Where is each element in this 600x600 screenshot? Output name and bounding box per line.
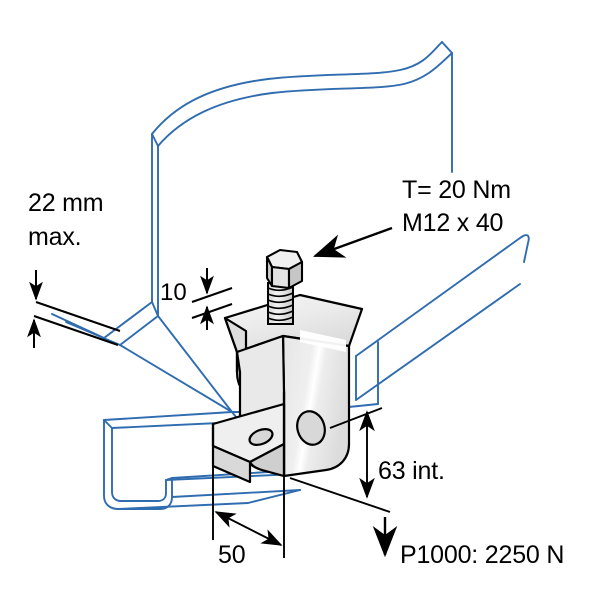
label-jaw-gap: 10: [160, 279, 187, 306]
dim-22-leader-upper: [35, 301, 121, 332]
dimension-jaw-gap: [191, 268, 233, 330]
dim-50-line: [214, 511, 283, 546]
label-interior-height: 63 int.: [378, 457, 445, 485]
i-beam-lower-flange: [299, 234, 530, 421]
i-beam-flange: [51, 41, 453, 413]
label-depth: 50: [218, 541, 245, 569]
callout-bolt-leader: [312, 226, 393, 258]
bolt-head-front-face: [270, 265, 291, 290]
oval-hole-upper: [296, 410, 326, 446]
dim-63-leader-bottom: [289, 477, 391, 513]
clamp-highlight-stripe: [300, 330, 346, 352]
dimension-depth: [212, 450, 285, 558]
label-flange-thickness-line1: 22 mm: [28, 189, 103, 217]
dim-10-leader-lower: [191, 303, 233, 319]
clamp-bottom-jaw-under-face: [248, 442, 286, 478]
beam-clamp-body: [211, 293, 364, 484]
label-torque: T= 20 Nm: [402, 176, 511, 204]
oval-hole-lower: [248, 428, 274, 446]
dim-10-leader-upper: [191, 287, 233, 303]
clamp-web-face: [281, 334, 351, 478]
dimension-flange-thickness: [27, 270, 121, 348]
dimension-interior-height: [289, 407, 391, 513]
label-flange-thickness-line2: max.: [28, 223, 81, 251]
dim-22-leader-lower: [33, 315, 119, 346]
label-bolt-spec: M12 x 40: [402, 209, 503, 237]
bolt-head-right-face: [287, 260, 304, 290]
bolt-threads: [267, 286, 294, 322]
label-load-rating: P1000: 2250 N: [400, 541, 564, 569]
hex-head-set-screw: [265, 248, 304, 325]
